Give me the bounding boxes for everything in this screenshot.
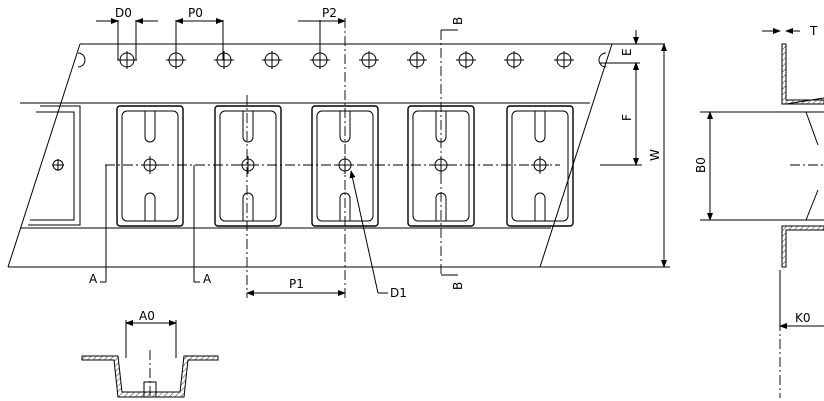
label-t: T bbox=[809, 24, 818, 38]
pocket bbox=[214, 105, 282, 227]
dimension-d0: D0 bbox=[96, 6, 158, 60]
sprocket-hole bbox=[554, 51, 574, 69]
leader-d1: D1 bbox=[349, 170, 407, 300]
sprocket-hole bbox=[117, 51, 137, 69]
pocket bbox=[506, 105, 574, 227]
label-e: E bbox=[620, 48, 634, 56]
sprocket-hole bbox=[407, 51, 427, 69]
center-lines bbox=[105, 18, 560, 398]
dimension-e: E bbox=[620, 30, 639, 76]
sprocket-hole bbox=[359, 51, 379, 69]
dimension-w: W bbox=[648, 43, 667, 268]
pocket bbox=[116, 105, 184, 227]
section-b-marks: B B bbox=[441, 17, 465, 290]
sprocket-hole bbox=[504, 51, 524, 69]
label-b0: B0 bbox=[694, 157, 708, 173]
section-a-marks: A A bbox=[89, 165, 212, 286]
label-a0: A0 bbox=[139, 309, 155, 323]
sprocket-holes bbox=[77, 51, 607, 69]
label-b-bottom: B bbox=[451, 282, 465, 290]
sprocket-hole bbox=[214, 51, 234, 69]
dimension-p0: P0 bbox=[175, 6, 224, 60]
label-a-right: A bbox=[203, 272, 212, 286]
label-d1: D1 bbox=[390, 286, 407, 300]
sprocket-hole-partial bbox=[598, 52, 607, 68]
label-f: F bbox=[620, 114, 634, 121]
section-a-view: A0 bbox=[81, 309, 219, 398]
partial-left-pocket bbox=[28, 105, 81, 226]
label-b-top: B bbox=[451, 17, 465, 25]
sprocket-hole bbox=[456, 51, 476, 69]
label-p1: P1 bbox=[289, 277, 304, 291]
carrier-tape-outline bbox=[7, 43, 670, 268]
label-d0: D0 bbox=[115, 6, 132, 20]
label-w: W bbox=[648, 149, 662, 161]
sprocket-hole-partial bbox=[77, 52, 86, 68]
label-a-left: A bbox=[89, 272, 98, 286]
label-p2: P2 bbox=[322, 6, 337, 20]
dimension-f: F bbox=[600, 62, 642, 166]
sprocket-hole bbox=[262, 51, 282, 69]
dimension-p1: P1 bbox=[246, 277, 346, 296]
section-b-view: T B0 K0 bbox=[694, 24, 824, 398]
dimension-p2: P2 bbox=[298, 6, 346, 60]
label-p0: P0 bbox=[188, 6, 203, 20]
label-k0: K0 bbox=[795, 311, 811, 325]
